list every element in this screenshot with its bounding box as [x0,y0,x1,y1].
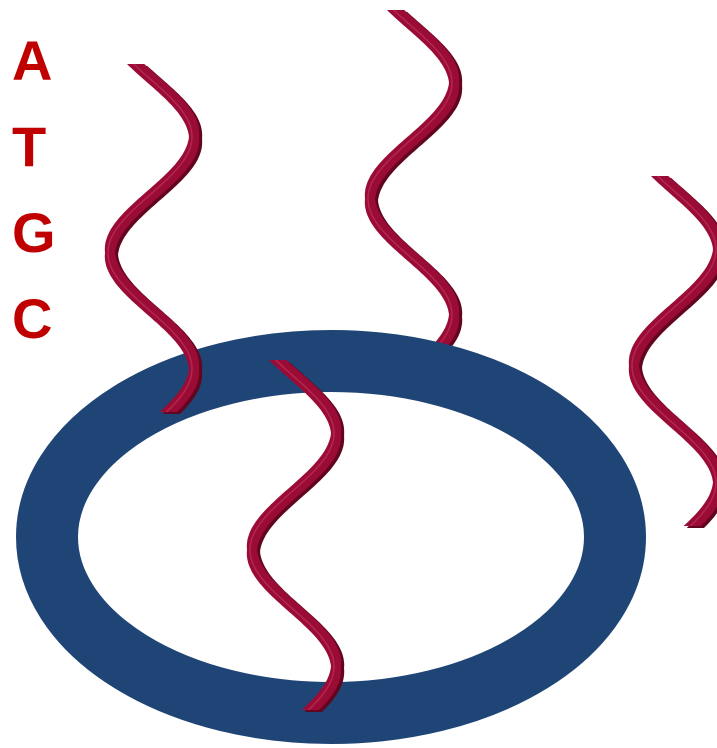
base-letter-t: T [12,115,47,178]
strand-top [364,9,463,360]
base-letter-a: A [12,29,53,92]
strands-front-layer [104,63,717,712]
strand-center-ribbon [246,360,342,710]
strand-left-highlight [107,63,193,413]
strand-right [628,175,717,528]
strands-back-layer [364,9,463,360]
base-letter-g: G [12,201,56,264]
strand-left [104,63,203,414]
strand-top-ribbon [364,10,460,358]
circular-ring [16,330,646,744]
strand-right-ribbon [628,176,717,526]
strand-center [246,359,345,712]
nucleotide-base-list: A T G C [12,26,72,370]
strand-right-highlight [631,175,717,527]
base-letter-c: C [12,287,53,350]
strand-top-highlight [367,9,453,359]
strand-right-shadow [631,178,717,528]
strand-left-shadow [107,66,203,414]
strand-center-highlight [249,359,335,711]
strand-left-ribbon [104,64,200,412]
strand-center-shadow [249,362,345,712]
strand-top-shadow [367,12,463,360]
